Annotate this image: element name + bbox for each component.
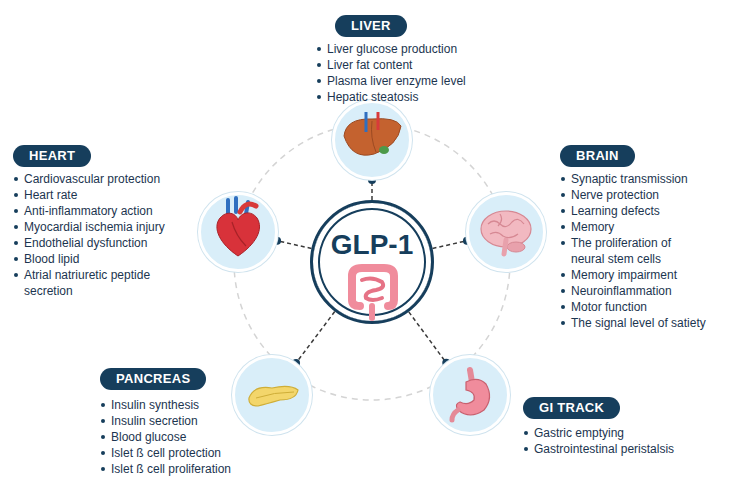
bullet-item: Insulin secretion	[100, 413, 231, 429]
pancreas-duct	[256, 392, 294, 398]
stomach-illustration	[452, 370, 490, 420]
connector	[292, 312, 335, 367]
connector-line	[433, 241, 467, 249]
liver-illustration	[344, 112, 401, 155]
brain-stem	[504, 240, 506, 254]
bullet-item: The signal level of satiety	[560, 315, 706, 331]
vein	[365, 112, 368, 132]
connector	[433, 237, 471, 249]
aorta	[240, 204, 256, 212]
bullet-item: Cardiovascular protection	[13, 171, 174, 187]
bullet-item: Islet ß cell proliferation	[100, 461, 231, 477]
bullet-item: Anti-inflammatory action	[13, 203, 174, 219]
bullet-list: Liver glucose productionLiver fat conten…	[316, 41, 466, 105]
bullet-item: Liver glucose production	[316, 41, 466, 57]
bullet-item: Nerve protection	[560, 187, 706, 203]
heading-pill: BRAIN	[560, 145, 635, 167]
bullet-item: Heart rate	[13, 187, 174, 203]
bullet-item: Gastric emptying	[523, 425, 674, 441]
esophagus	[470, 370, 472, 382]
bullet-list: Insulin synthesisInsulin secretionBlood …	[100, 397, 231, 477]
large-intestine	[352, 268, 394, 306]
pancreas-shape	[249, 386, 298, 406]
organ-circle: GI TRACKGastric emptyingGastrointestinal…	[430, 355, 510, 435]
bullet-item: The proliferation of neural stem cells	[560, 235, 696, 267]
bullet-item: Gastrointestinal peristalsis	[523, 441, 674, 457]
center-label: GLP-1	[313, 229, 431, 261]
bullet-item: Insulin synthesis	[100, 397, 231, 413]
brain-folds	[488, 214, 524, 238]
bullet-list: Synaptic transmissionNerve protectionLea…	[560, 171, 706, 331]
heading-pill: PANCREAS	[100, 368, 206, 390]
duodenum	[452, 410, 458, 420]
bullet-item: Memory impairment	[560, 267, 706, 283]
artery	[377, 112, 380, 130]
bullet-item: Plasma liver enzyme level	[316, 73, 466, 89]
connector	[409, 312, 450, 367]
heart-illustration	[217, 198, 260, 256]
bullet-item: Memory	[560, 219, 706, 235]
connector	[273, 237, 311, 249]
pancreas-illustration	[249, 386, 298, 406]
bullet-item: Motor function	[560, 299, 706, 315]
bullet-item: Hepatic steatosis	[316, 89, 466, 105]
organ-circle: BRAINSynaptic transmissionNerve protecti…	[466, 192, 546, 272]
liver-fissure	[372, 121, 377, 152]
bullet-item: Myocardial ischemia injury	[13, 219, 174, 235]
liver-lobe	[344, 119, 401, 156]
heart-line	[232, 222, 246, 246]
organ-circle: LIVERLiver glucose productionLiver fat c…	[332, 100, 412, 180]
organ-circle: HEARTCardiovascular protectionHeart rate…	[198, 192, 278, 272]
heading-pill: GI TRACK	[523, 397, 620, 419]
bullet-item: Blood lipid	[13, 251, 174, 267]
heart-shape	[217, 213, 260, 256]
connector-line	[409, 312, 446, 363]
organ-circle: PANCREASInsulin synthesisInsulin secreti…	[232, 355, 312, 435]
intestine-illustration	[352, 268, 394, 318]
bullet-list: Gastric emptyingGastrointestinal perista…	[523, 425, 674, 457]
center-circle: GLP-1	[310, 200, 434, 324]
bullet-item: Atrial natriuretic peptide secretion	[13, 267, 174, 299]
rectum	[369, 306, 375, 318]
bullet-item: Neuroinflammation	[560, 283, 706, 299]
heading-pill: HEART	[13, 145, 91, 167]
heart-vessels	[228, 198, 248, 214]
large-intestine-side	[352, 276, 360, 306]
gallbladder	[379, 146, 389, 154]
bullet-item: Liver fat content	[316, 57, 466, 73]
bullet-item: Learning defects	[560, 203, 706, 219]
brain-cerebellum	[507, 242, 525, 252]
connector-line	[296, 312, 335, 363]
bullet-item: Blood glucose	[100, 429, 231, 445]
stomach-shape	[456, 379, 489, 415]
small-intestine	[362, 278, 383, 300]
bullet-item: Synaptic transmission	[560, 171, 706, 187]
brain-illustration	[481, 211, 531, 254]
bullet-list: Cardiovascular protectionHeart rateAnti-…	[13, 171, 174, 299]
connector-line	[277, 241, 311, 249]
bullet-item: Endothelial dysfunction	[13, 235, 174, 251]
brain-cerebrum	[481, 211, 531, 247]
bullet-item: Islet ß cell protection	[100, 445, 231, 461]
heading-pill: LIVER	[335, 15, 407, 37]
